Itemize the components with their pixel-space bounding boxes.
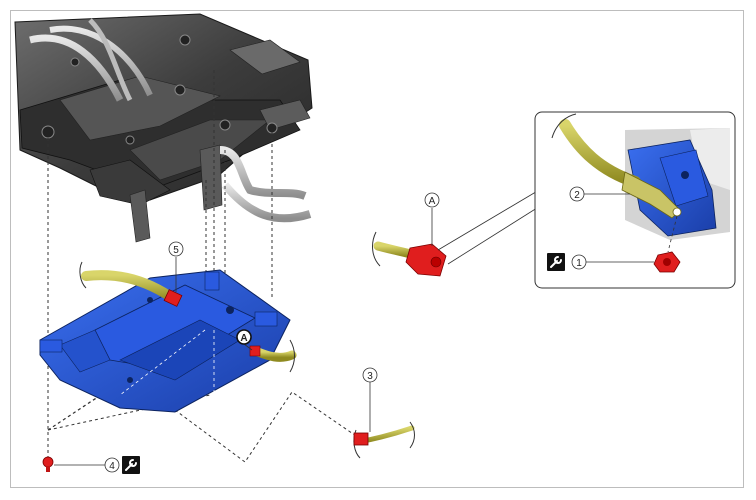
svg-text:5: 5: [173, 245, 179, 256]
callout-3: 3: [362, 367, 378, 432]
harness-cable-5: [79, 261, 183, 307]
reference-label-a-module: A: [236, 329, 253, 351]
detail-view-box: [534, 111, 736, 289]
svg-text:A: A: [240, 333, 247, 344]
callout-5: 5: [168, 241, 184, 292]
svg-text:A: A: [429, 196, 436, 207]
blue-module: [39, 269, 291, 413]
callout-2: 2: [569, 186, 630, 202]
svg-text:2: 2: [574, 190, 580, 201]
callouts: 5 3 4 2 1 A: [54, 186, 654, 473]
bolt-4: [42, 456, 54, 472]
svg-text:1: 1: [576, 258, 582, 269]
callout-4: 4: [54, 457, 120, 473]
nut-1: [653, 251, 681, 273]
cable-connector-5: [163, 289, 183, 307]
svg-text:3: 3: [367, 371, 373, 382]
harness-cable-a: [249, 339, 297, 373]
connector-3: [353, 432, 369, 446]
reference-label-a-main: A: [424, 192, 440, 246]
ground-cable-3: [353, 421, 415, 459]
wrench-icon: [122, 456, 140, 474]
svg-text:4: 4: [109, 461, 115, 472]
wrench-icon: [547, 253, 565, 271]
connector-a-main: [372, 231, 447, 277]
callout-1: 1: [571, 254, 654, 270]
vehicle-frame-assembly: [14, 13, 313, 243]
